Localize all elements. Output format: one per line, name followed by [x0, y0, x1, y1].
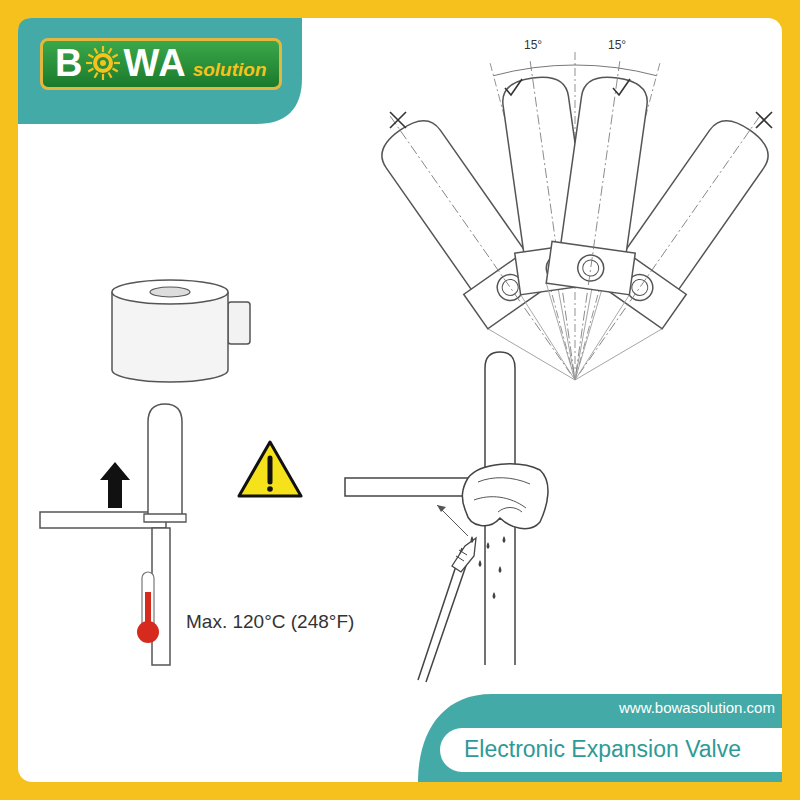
node-text: WA	[123, 44, 186, 82]
logo-icon	[102, 74, 104, 80]
logo-icon	[85, 45, 121, 81]
node-text: B	[55, 44, 83, 82]
logo-icon	[93, 53, 113, 73]
logo-icon	[114, 62, 120, 64]
logo-icon	[89, 69, 94, 72]
thermometer	[137, 572, 159, 643]
frame	[418, 694, 782, 782]
node-text: solution	[193, 60, 267, 82]
logo-icon	[95, 73, 98, 78]
logo-icon	[113, 55, 118, 58]
brazing-illustration	[452, 538, 476, 572]
coil-removal	[112, 280, 228, 304]
angle-label: 15°	[608, 38, 626, 52]
logo-icon	[97, 57, 109, 69]
logo-icon	[102, 46, 104, 52]
logo-icon	[113, 69, 118, 72]
brazing-illustration	[471, 536, 506, 599]
logo-icon	[95, 48, 98, 53]
website-url: www.bowasolution.com	[619, 699, 775, 716]
brazing-illustration	[462, 464, 548, 529]
thermometer	[137, 621, 159, 643]
brazing-illustration	[437, 505, 446, 512]
warning-sign	[267, 486, 273, 492]
warning-sign	[239, 442, 301, 496]
cross-mark	[390, 112, 406, 128]
coil-removal	[144, 514, 186, 522]
temperature-note: Max. 120°C (248°F)	[186, 611, 354, 633]
coil-removal	[150, 287, 190, 297]
orientation-diagram	[494, 65, 576, 76]
brazing-illustration	[474, 478, 530, 512]
coil-removal	[112, 292, 228, 382]
coil-removal	[40, 280, 250, 665]
check-mark	[613, 79, 630, 95]
brazing-illustration	[437, 505, 468, 536]
logo-icon	[86, 62, 92, 64]
logo-icon	[89, 55, 94, 58]
coil-removal	[152, 528, 170, 665]
brazing-illustration	[456, 550, 467, 561]
brazing-illustration	[345, 352, 548, 682]
title-tab: Electronic Expansion Valve	[440, 728, 782, 772]
orientation-diagram	[356, 52, 794, 404]
check-mark	[505, 79, 522, 95]
logo-badge: B WA solution	[40, 38, 282, 90]
frame	[18, 18, 782, 782]
angle-label: 15°	[524, 38, 542, 52]
orientation-diagram	[533, 55, 661, 386]
orientation-diagram	[575, 65, 657, 76]
coil-removal	[228, 302, 250, 344]
warning-sign	[239, 442, 301, 496]
logo-icon	[109, 48, 112, 53]
coil-removal	[100, 462, 130, 508]
logo-icon	[100, 60, 106, 66]
cross-mark	[756, 112, 772, 128]
coil-removal	[148, 404, 182, 515]
node-text: Electronic Expansion Valve	[464, 737, 741, 762]
frame	[18, 18, 302, 124]
warning-sign	[268, 458, 273, 482]
logo-icon	[109, 73, 112, 78]
